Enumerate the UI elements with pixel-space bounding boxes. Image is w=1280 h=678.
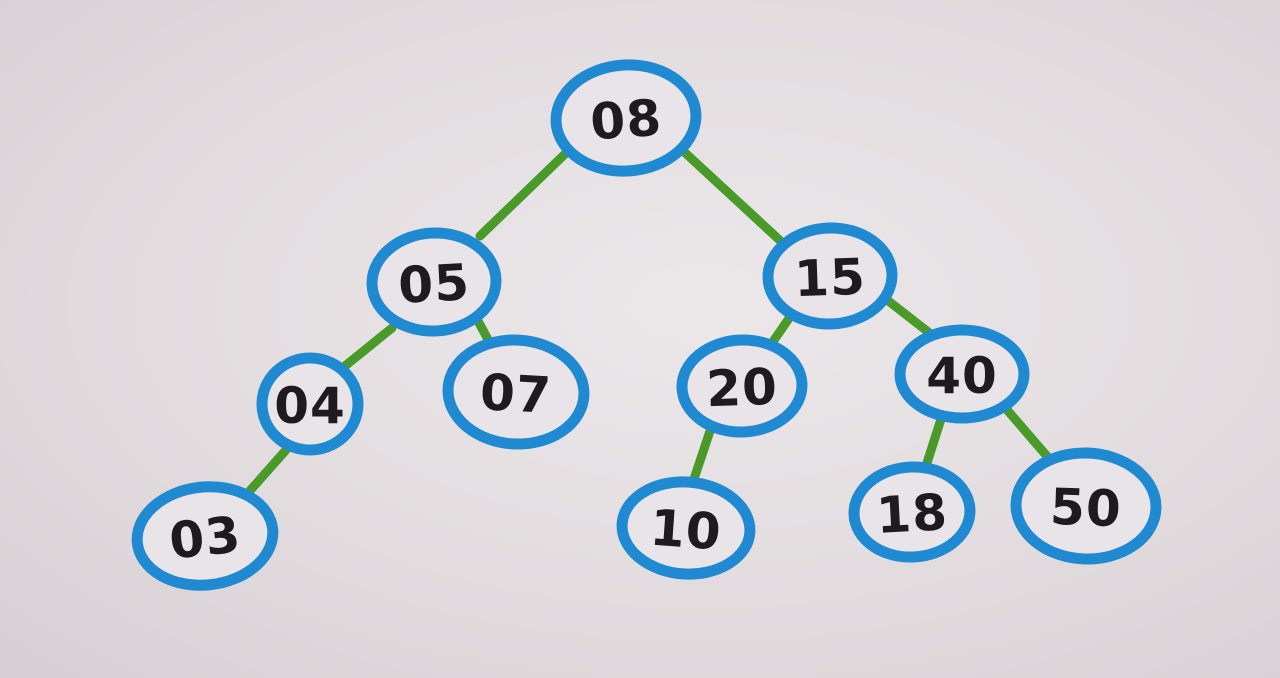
node-ring <box>616 476 756 580</box>
edges-layer <box>242 144 1057 499</box>
nodes-layer: 08 05 15 04 07 20 40 03 10 18 50 <box>131 59 1162 591</box>
node-label: 04 <box>274 377 346 435</box>
node-ring <box>1010 447 1162 565</box>
node-label: 05 <box>397 253 472 315</box>
node-label: 40 <box>926 347 998 405</box>
tree-node-10: 10 <box>616 476 756 580</box>
node-background <box>137 486 273 586</box>
tree-node-03: 03 <box>131 481 279 591</box>
node-ring <box>366 227 502 337</box>
edge-08-05 <box>475 148 571 241</box>
tree-node-50: 50 <box>1010 447 1162 565</box>
node-background <box>262 358 358 450</box>
node-background <box>900 330 1024 418</box>
tree-node-05: 05 <box>366 227 502 337</box>
tree-node-18: 18 <box>848 461 976 563</box>
node-background <box>372 232 496 332</box>
node-label: 03 <box>167 505 244 570</box>
node-ring <box>848 461 976 563</box>
edge-05-04 <box>340 323 397 371</box>
node-background <box>682 339 802 433</box>
tree-node-08: 08 <box>550 59 702 177</box>
edge-08-15 <box>676 144 791 251</box>
tree-node-04: 04 <box>256 352 364 456</box>
node-background <box>448 339 584 445</box>
node-label: 15 <box>793 248 867 308</box>
node-background <box>622 481 750 575</box>
node-label: 18 <box>875 483 950 545</box>
node-ring <box>442 334 590 450</box>
node-ring <box>550 59 702 177</box>
tree-node-40: 40 <box>894 324 1030 424</box>
tree-node-15: 15 <box>762 222 898 330</box>
tree-node-07: 07 <box>442 334 590 450</box>
edge-04-03 <box>242 445 291 499</box>
node-label: 08 <box>588 89 663 152</box>
node-ring <box>131 481 279 591</box>
node-ring <box>676 334 808 438</box>
edge-40-50 <box>997 399 1057 467</box>
node-background <box>556 64 696 172</box>
node-label: 10 <box>648 499 723 562</box>
tree-node-20: 20 <box>676 334 808 438</box>
node-background <box>1016 452 1156 560</box>
edge-20-10 <box>688 423 716 487</box>
node-label: 07 <box>479 363 554 425</box>
node-label: 50 <box>1049 478 1123 538</box>
node-ring <box>762 222 898 330</box>
edge-40-18 <box>921 411 947 471</box>
node-ring <box>894 324 1030 424</box>
node-background <box>768 227 892 325</box>
node-ring <box>256 352 364 456</box>
node-background <box>854 466 970 558</box>
edge-15-40 <box>877 291 941 343</box>
node-label: 20 <box>705 358 779 418</box>
